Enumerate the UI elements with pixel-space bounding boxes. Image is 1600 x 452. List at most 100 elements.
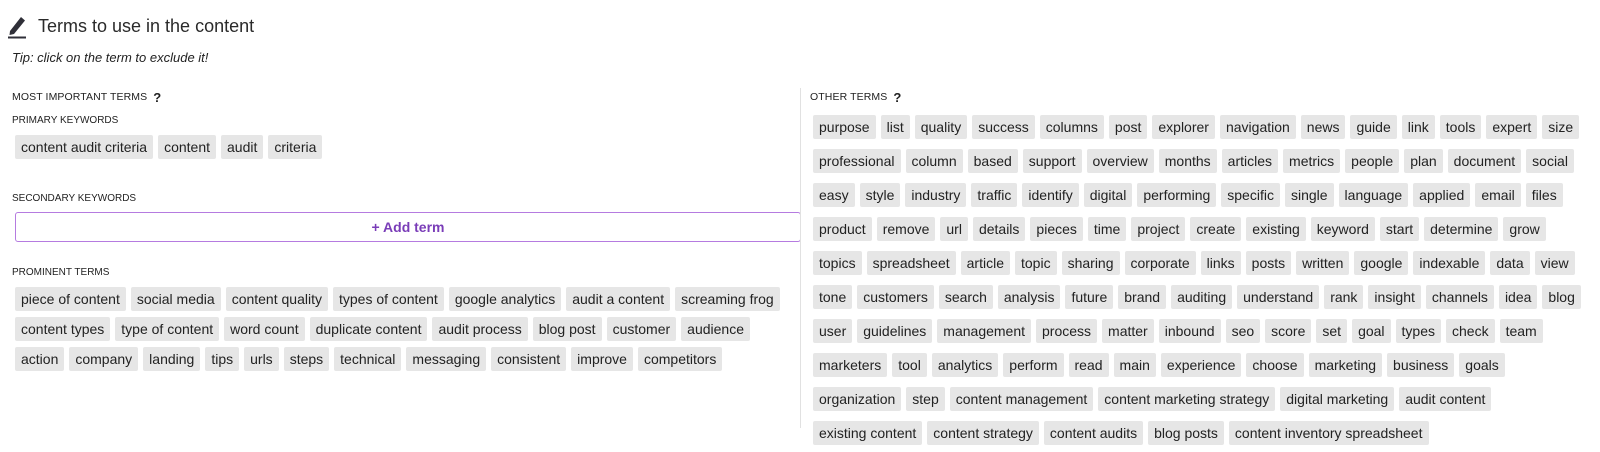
term-chip[interactable]: goals: [1459, 353, 1505, 377]
term-chip[interactable]: guidelines: [857, 319, 933, 343]
term-chip[interactable]: digital: [1083, 183, 1133, 207]
term-chip[interactable]: auditing: [1171, 285, 1233, 309]
term-chip[interactable]: create: [1190, 217, 1242, 241]
term-chip[interactable]: criteria: [268, 135, 323, 159]
term-chip[interactable]: types: [1395, 319, 1441, 343]
term-chip[interactable]: company: [69, 347, 139, 371]
term-chip[interactable]: article: [960, 251, 1010, 275]
term-chip[interactable]: google analytics: [448, 287, 562, 311]
term-chip[interactable]: tool: [892, 353, 927, 377]
term-chip[interactable]: news: [1300, 115, 1346, 139]
term-chip[interactable]: improve: [571, 347, 633, 371]
term-chip[interactable]: content inventory spreadsheet: [1228, 421, 1429, 445]
term-chip[interactable]: idea: [1498, 285, 1538, 309]
term-chip[interactable]: search: [938, 285, 993, 309]
term-chip[interactable]: blog posts: [1148, 421, 1224, 445]
term-chip[interactable]: email: [1475, 183, 1521, 207]
term-chip[interactable]: landing: [143, 347, 201, 371]
term-chip[interactable]: easy: [813, 183, 855, 207]
term-chip[interactable]: style: [859, 183, 901, 207]
term-chip[interactable]: analytics: [931, 353, 999, 377]
term-chip[interactable]: remove: [876, 217, 936, 241]
term-chip[interactable]: audit process: [432, 317, 528, 341]
term-chip[interactable]: check: [1446, 319, 1495, 343]
term-chip[interactable]: audit a content: [566, 287, 671, 311]
term-chip[interactable]: step: [906, 387, 945, 411]
term-chip[interactable]: sharing: [1061, 251, 1120, 275]
term-chip[interactable]: support: [1022, 149, 1082, 173]
term-chip[interactable]: existing content: [813, 421, 923, 445]
term-chip[interactable]: files: [1525, 183, 1563, 207]
term-chip[interactable]: months: [1158, 149, 1217, 173]
term-chip[interactable]: existing: [1246, 217, 1306, 241]
term-chip[interactable]: content audit criteria: [15, 135, 154, 159]
term-chip[interactable]: single: [1284, 183, 1334, 207]
term-chip[interactable]: types of content: [332, 287, 444, 311]
term-chip[interactable]: written: [1296, 251, 1350, 275]
term-chip[interactable]: performing: [1137, 183, 1217, 207]
term-chip[interactable]: customers: [857, 285, 934, 309]
term-chip[interactable]: expert: [1486, 115, 1538, 139]
term-chip[interactable]: marketers: [813, 353, 888, 377]
term-chip[interactable]: social media: [130, 287, 221, 311]
term-chip[interactable]: content strategy: [927, 421, 1039, 445]
term-chip[interactable]: professional: [813, 149, 901, 173]
term-chip[interactable]: insight: [1368, 285, 1421, 309]
term-chip[interactable]: topics: [813, 251, 862, 275]
term-chip[interactable]: time: [1087, 217, 1127, 241]
term-chip[interactable]: piece of content: [15, 287, 126, 311]
term-chip[interactable]: audience: [681, 317, 750, 341]
term-chip[interactable]: rank: [1324, 285, 1364, 309]
term-chip[interactable]: indexable: [1413, 251, 1486, 275]
term-chip[interactable]: organization: [813, 387, 902, 411]
term-chip[interactable]: url: [940, 217, 968, 241]
term-chip[interactable]: industry: [905, 183, 967, 207]
term-chip[interactable]: specific: [1221, 183, 1280, 207]
term-chip[interactable]: posts: [1245, 251, 1292, 275]
term-chip[interactable]: tone: [813, 285, 853, 309]
term-chip[interactable]: content audits: [1043, 421, 1144, 445]
term-chip[interactable]: business: [1387, 353, 1455, 377]
term-chip[interactable]: column: [905, 149, 963, 173]
term-chip[interactable]: articles: [1221, 149, 1279, 173]
term-chip[interactable]: explorer: [1152, 115, 1215, 139]
term-chip[interactable]: identify: [1022, 183, 1079, 207]
term-chip[interactable]: screaming frog: [675, 287, 780, 311]
term-chip[interactable]: blog post: [532, 317, 602, 341]
term-chip[interactable]: marketing: [1308, 353, 1383, 377]
term-chip[interactable]: post: [1108, 115, 1148, 139]
term-chip[interactable]: link: [1401, 115, 1435, 139]
term-chip[interactable]: google: [1354, 251, 1409, 275]
term-chip[interactable]: topic: [1015, 251, 1057, 275]
term-chip[interactable]: messaging: [406, 347, 487, 371]
term-chip[interactable]: project: [1131, 217, 1186, 241]
term-chip[interactable]: data: [1490, 251, 1530, 275]
term-chip[interactable]: grow: [1503, 217, 1546, 241]
term-chip[interactable]: overview: [1086, 149, 1154, 173]
term-chip[interactable]: pieces: [1030, 217, 1083, 241]
term-chip[interactable]: technical: [334, 347, 402, 371]
term-chip[interactable]: applied: [1413, 183, 1471, 207]
term-chip[interactable]: audit: [221, 135, 264, 159]
term-chip[interactable]: experience: [1160, 353, 1242, 377]
term-chip[interactable]: score: [1265, 319, 1312, 343]
term-chip[interactable]: goal: [1352, 319, 1391, 343]
term-chip[interactable]: document: [1447, 149, 1522, 173]
term-chip[interactable]: guide: [1350, 115, 1397, 139]
term-chip[interactable]: content marketing strategy: [1098, 387, 1276, 411]
term-chip[interactable]: audit content: [1399, 387, 1492, 411]
term-chip[interactable]: people: [1345, 149, 1400, 173]
term-chip[interactable]: links: [1200, 251, 1241, 275]
term-chip[interactable]: content: [158, 135, 217, 159]
term-chip[interactable]: steps: [283, 347, 330, 371]
term-chip[interactable]: understand: [1237, 285, 1320, 309]
term-chip[interactable]: blog: [1542, 285, 1581, 309]
term-chip[interactable]: content quality: [225, 287, 328, 311]
help-icon[interactable]: ?: [893, 89, 902, 105]
term-chip[interactable]: main: [1113, 353, 1156, 377]
term-chip[interactable]: keyword: [1310, 217, 1375, 241]
term-chip[interactable]: based: [967, 149, 1018, 173]
term-chip[interactable]: perform: [1003, 353, 1064, 377]
term-chip[interactable]: brand: [1118, 285, 1167, 309]
term-chip[interactable]: consistent: [491, 347, 567, 371]
